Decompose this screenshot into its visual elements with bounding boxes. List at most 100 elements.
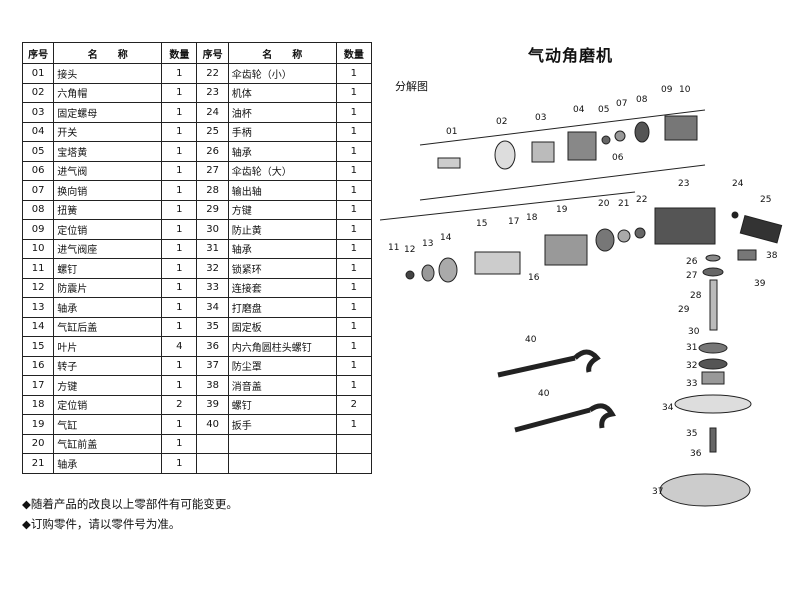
part-26-shape <box>705 254 721 262</box>
cell-name: 宝塔黄 <box>53 141 163 162</box>
cell-no: 11 <box>21 258 55 279</box>
part-label: 06 <box>612 153 624 163</box>
part-label: 30 <box>688 327 700 337</box>
wrench-2-shape <box>514 403 616 433</box>
part-label: 17 <box>508 217 519 227</box>
header-name: 名 称 <box>53 42 163 64</box>
cell-name: 进气阀 <box>53 160 163 181</box>
cell-name <box>227 433 337 454</box>
cell-qty: 1 <box>335 63 373 84</box>
frame-line <box>380 191 636 221</box>
cell-no: 31 <box>196 238 229 259</box>
part-16-shape <box>474 251 521 275</box>
cell-qty: 1 <box>335 414 373 435</box>
header-name-2: 名 称 <box>227 42 337 64</box>
cell-name: 转子 <box>53 355 163 376</box>
cell-no: 28 <box>196 180 229 201</box>
part-label: 11 <box>388 243 399 253</box>
cell-qty: 1 <box>161 121 198 142</box>
part-08-shape <box>634 121 650 143</box>
cell-no: 20 <box>21 433 55 454</box>
part-23-shape <box>654 207 716 245</box>
header-qty-2: 数量 <box>335 42 373 64</box>
part-24-shape <box>731 211 739 219</box>
part-14-shape <box>438 257 458 283</box>
cell-qty: 1 <box>335 180 373 201</box>
part-label: 02 <box>496 117 507 127</box>
cell-no: 12 <box>21 277 55 298</box>
cell-qty: 1 <box>161 82 198 103</box>
part-label: 07 <box>616 99 627 109</box>
part-label: 40 <box>538 389 550 399</box>
cell-no: 06 <box>21 160 55 181</box>
part-03-shape <box>531 141 555 163</box>
cell-qty: 1 <box>161 375 198 396</box>
part-label: 12 <box>404 245 415 255</box>
part-label: 33 <box>686 379 697 389</box>
part-13-shape <box>421 264 435 282</box>
cell-name: 接头 <box>53 63 163 84</box>
cell-name: 内六角圆柱头螺钉 <box>227 336 337 357</box>
cell-no: 13 <box>21 297 55 318</box>
cell-no: 10 <box>21 238 55 259</box>
part-label: 23 <box>678 179 689 189</box>
part-label: 19 <box>556 205 568 215</box>
part-label: 28 <box>690 291 702 301</box>
part-label: 26 <box>686 257 698 267</box>
cell-no: 23 <box>196 82 229 103</box>
frame-line <box>419 109 706 146</box>
cell-no: 21 <box>21 453 55 474</box>
cell-no: 09 <box>21 219 55 240</box>
part-label: 39 <box>754 279 766 289</box>
cell-no: 14 <box>21 316 55 337</box>
notes: ◆随着产品的改良以上零部件有可能变更。 ◆订购零件，请以零件号为准。 <box>22 494 238 534</box>
part-32-shape <box>698 358 728 370</box>
diagram-subtitle: 分解图 <box>395 80 428 93</box>
header-no: 序号 <box>21 42 55 64</box>
cell-qty: 1 <box>161 277 198 298</box>
part-37-shape <box>659 473 751 507</box>
cell-qty: 1 <box>161 355 198 376</box>
cell-name: 螺钉 <box>227 394 337 415</box>
cell-no: 38 <box>196 375 229 396</box>
cell-qty: 1 <box>335 355 373 376</box>
cell-name: 伞齿轮（小） <box>227 63 337 84</box>
cell-no: 05 <box>21 141 55 162</box>
cell-qty <box>335 433 373 454</box>
cell-no: 15 <box>21 336 55 357</box>
cell-name: 方键 <box>53 375 163 396</box>
part-label: 37 <box>652 487 663 497</box>
cell-name: 气缸前盖 <box>53 433 163 454</box>
cell-no: 27 <box>196 160 229 181</box>
cell-name: 扭簧 <box>53 199 163 220</box>
part-label: 21 <box>618 199 629 209</box>
part-12-shape <box>405 270 415 280</box>
frame-line <box>419 164 706 201</box>
cell-name: 螺钉 <box>53 258 163 279</box>
cell-qty: 1 <box>161 297 198 318</box>
page-title: 气动角磨机 <box>528 46 614 65</box>
part-21-shape <box>617 229 631 243</box>
cell-qty: 1 <box>161 199 198 220</box>
cell-name: 扳手 <box>227 414 337 435</box>
cell-no: 33 <box>196 277 229 298</box>
cell-no: 29 <box>196 199 229 220</box>
part-label: 10 <box>679 85 691 95</box>
part-label: 27 <box>686 271 697 281</box>
cell-no: 30 <box>196 219 229 240</box>
part-label: 16 <box>528 273 540 283</box>
cell-no: 32 <box>196 258 229 279</box>
cell-qty: 1 <box>161 453 198 474</box>
cell-no: 36 <box>196 336 229 357</box>
